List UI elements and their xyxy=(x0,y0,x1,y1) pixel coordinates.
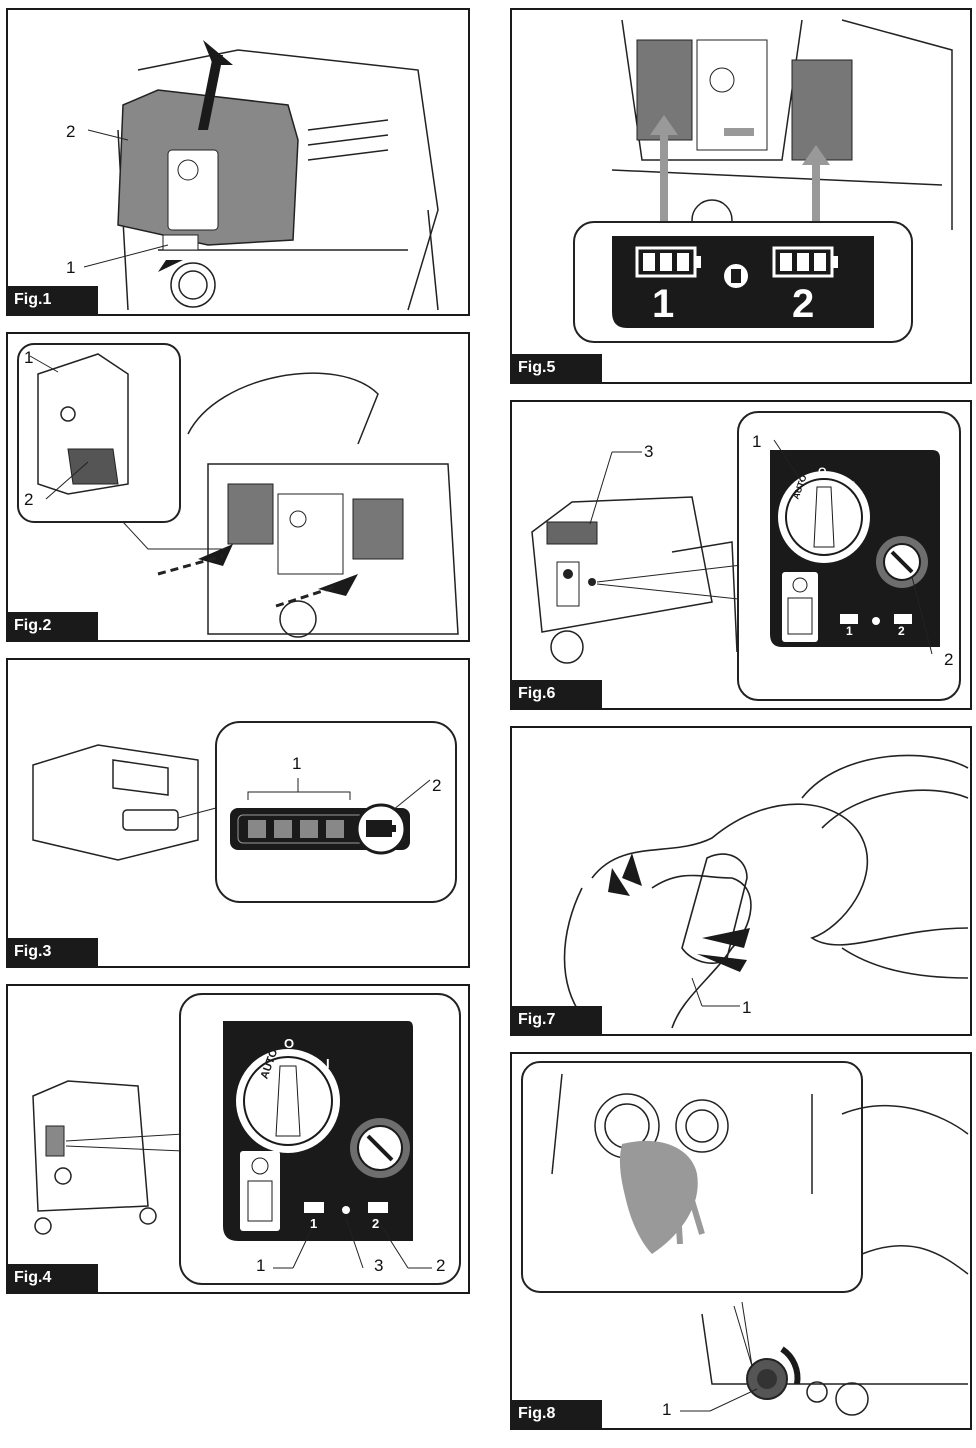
callout-1: 1 xyxy=(662,1400,672,1419)
fig5-battery-status-drawing xyxy=(573,19,953,343)
callout-1: 1 xyxy=(742,998,752,1017)
callout-1: 1 xyxy=(752,432,762,451)
fig6-control-panel-drawing xyxy=(531,411,961,701)
callout-2: 2 xyxy=(944,650,954,669)
fig8-drain-cap-drawing xyxy=(521,1061,969,1416)
battery-1-number: 1 xyxy=(652,282,675,326)
fig7-hose-removal-drawing xyxy=(563,754,969,1029)
figure-label: Fig.1 xyxy=(8,286,98,314)
dial-on-label: I xyxy=(326,1056,330,1071)
battery-1-number: 1 xyxy=(846,624,853,638)
figure-label: Fig.2 xyxy=(8,612,98,640)
fig3-battery-gauge-drawing xyxy=(32,721,457,903)
figure-label: Fig.3 xyxy=(8,938,98,966)
callout-2: 2 xyxy=(66,122,76,141)
dial-on-label: I xyxy=(852,480,856,492)
battery-1-number: 1 xyxy=(310,1216,318,1231)
fig2-battery-insertion-drawing xyxy=(17,343,459,638)
callout-1: 1 xyxy=(292,754,302,773)
fig1-vacuum-drawing xyxy=(83,40,439,311)
figure-8: 1 Fig.8 xyxy=(510,1052,972,1430)
figure-label: Fig.4 xyxy=(8,1264,98,1292)
figure-label: Fig.7 xyxy=(512,1006,602,1034)
callout-1: 1 xyxy=(24,348,34,367)
callout-2: 2 xyxy=(432,776,442,795)
battery-2-number: 2 xyxy=(898,624,905,638)
figure-5: 1 2 Fig.5 xyxy=(510,8,972,384)
callout-1: 1 xyxy=(66,258,76,277)
figure-3: 1 2 Fig.3 xyxy=(6,658,470,968)
figure-label: Fig.8 xyxy=(512,1400,602,1428)
figure-2: 1 2 Fig.2 xyxy=(6,332,470,642)
callout-1: 1 xyxy=(256,1256,266,1275)
callout-3: 3 xyxy=(374,1256,384,1275)
battery-2-number: 2 xyxy=(372,1216,380,1231)
figure-label: Fig.5 xyxy=(512,354,602,382)
figure-4: AUTO O I 1 2 1 3 2 Fig.4 xyxy=(6,984,470,1294)
figure-1: 2 1 Fig.1 xyxy=(6,8,470,316)
callout-3: 3 xyxy=(644,442,654,461)
figure-7: 1 Fig.7 xyxy=(510,726,972,1036)
dial-off-label: O xyxy=(284,1036,295,1051)
fig4-control-panel-drawing xyxy=(32,993,461,1285)
battery-2-number: 2 xyxy=(792,282,815,326)
callout-2: 2 xyxy=(24,490,34,509)
callout-2: 2 xyxy=(436,1256,446,1275)
dial-off-label: O xyxy=(818,466,827,478)
figure-6: 3 1 2 AUTO O I 1 2 Fig.6 xyxy=(510,400,972,710)
figure-label: Fig.6 xyxy=(512,680,602,708)
